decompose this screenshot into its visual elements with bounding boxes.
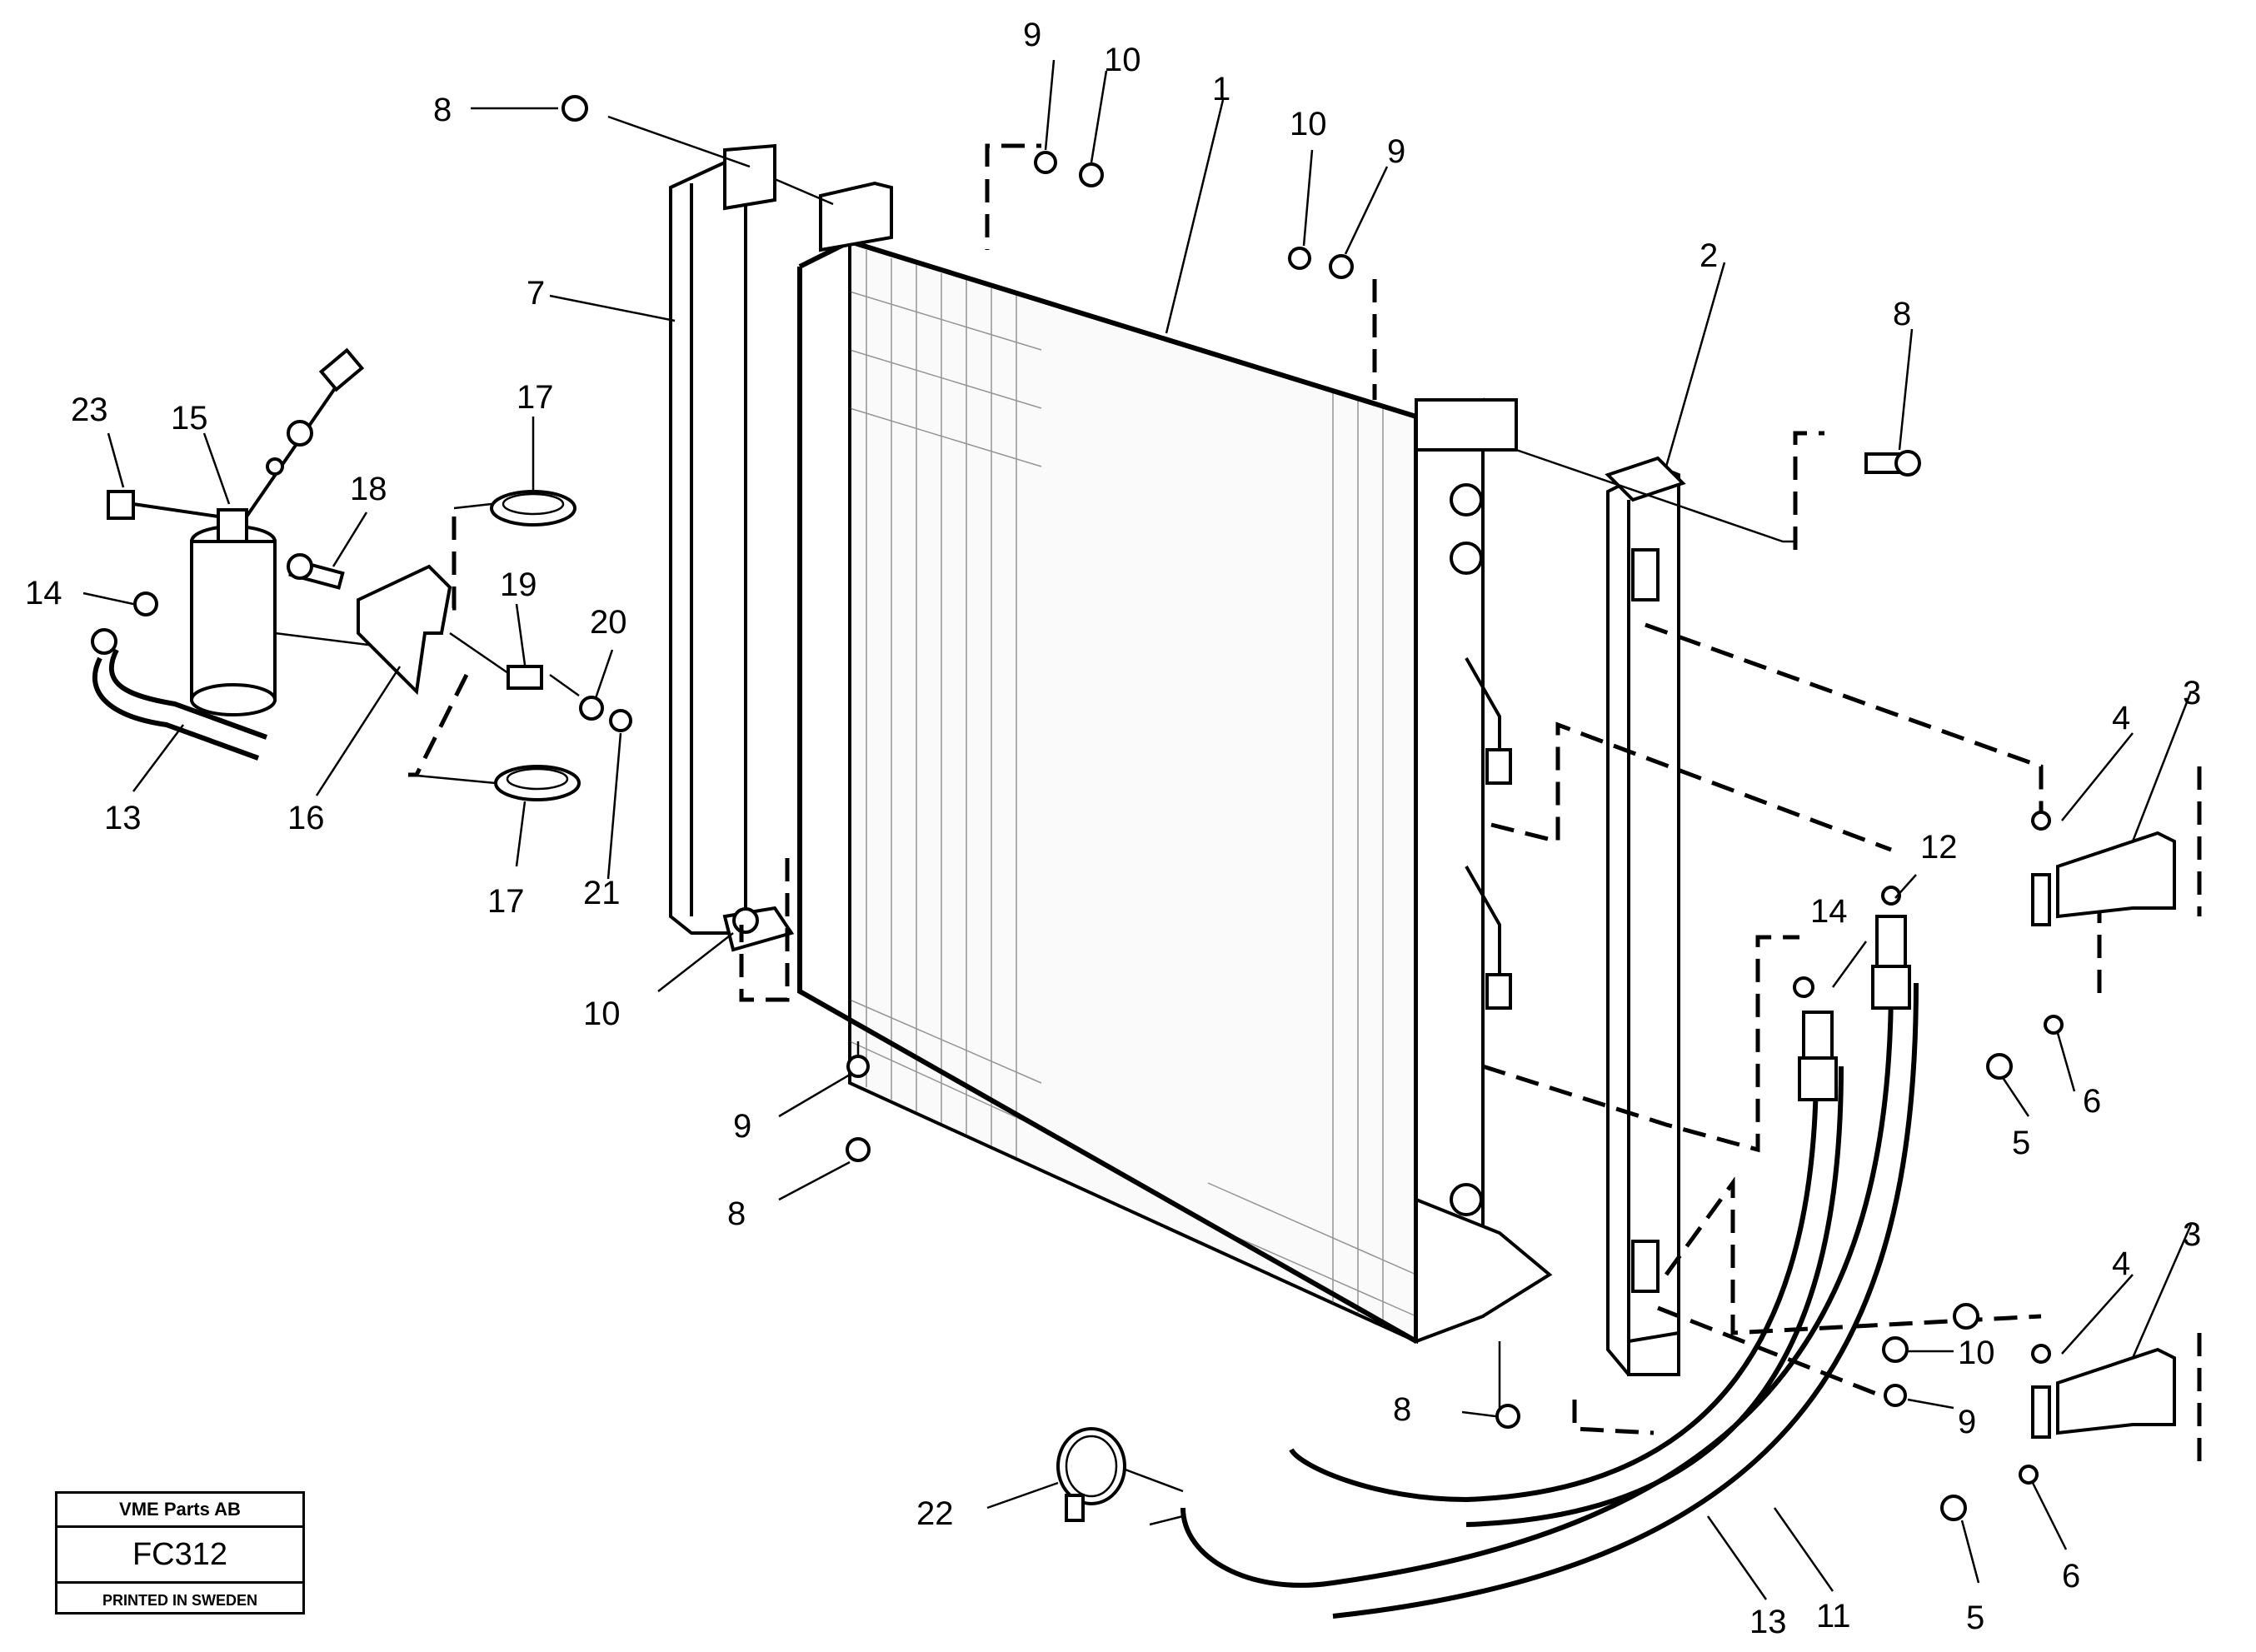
callout-7: 7 [527, 275, 545, 312]
callout-14-left: 14 [25, 575, 62, 611]
callout-9-top-right: 9 [1387, 133, 1405, 170]
callout-8-bottom: 8 [1393, 1391, 1411, 1428]
condenser-core [797, 238, 1419, 1345]
callout-9-left-bottom: 9 [733, 1108, 751, 1145]
callout-3-upper: 3 [2183, 675, 2201, 711]
receiver-drier [91, 347, 409, 761]
title-block-printed: PRINTED IN SWEDEN [102, 1591, 257, 1609]
leader-lines [82, 59, 2193, 1600]
callout-12: 12 [1920, 829, 1958, 866]
title-block-code: FC312 [57, 1528, 302, 1584]
drier-bracket-parts [287, 490, 632, 801]
title-block-company: VME Parts AB [57, 1494, 302, 1528]
fasteners-right [846, 450, 2064, 1521]
hose-clamp-22 [1056, 1427, 1126, 1522]
callout-10-left: 10 [583, 996, 621, 1032]
callout-6-lower: 6 [2062, 1558, 2080, 1595]
callout-10-top-right: 10 [1290, 106, 1327, 142]
callout-13-left: 13 [104, 800, 142, 836]
callout-20: 20 [590, 604, 627, 641]
assembly-lines [607, 115, 2202, 1526]
callout-19: 19 [500, 566, 537, 603]
callout-10-top: 10 [1104, 42, 1141, 78]
callout-labels: 1 2 3 3 4 4 5 5 6 6 7 8 8 8 8 9 9 9 9 10… [25, 17, 2201, 1640]
title-block: VME Parts AB FC312 PRINTED IN SWEDEN [55, 1491, 305, 1615]
callout-10-bottom-right: 10 [1958, 1335, 1995, 1371]
callout-21: 21 [583, 875, 621, 911]
callout-16: 16 [287, 800, 325, 836]
callout-9-bottom-right: 9 [1958, 1404, 1976, 1440]
callout-9-top: 9 [1023, 17, 1041, 53]
callout-17-top: 17 [517, 379, 554, 416]
callout-8-right: 8 [1893, 296, 1911, 332]
callout-3-lower: 3 [2183, 1216, 2201, 1253]
callout-4-lower: 4 [2112, 1245, 2130, 1282]
callout-23: 23 [71, 392, 108, 428]
bracket-3-upper [2031, 811, 2176, 926]
callout-22: 22 [916, 1495, 954, 1532]
callout-15: 15 [171, 400, 208, 437]
left-side-member [669, 143, 795, 952]
callout-8-top: 8 [433, 92, 452, 128]
hoses-right [1180, 915, 1919, 1619]
callout-14-right: 14 [1810, 893, 1848, 930]
fasteners-top [562, 95, 1354, 279]
bracket-3-lower [2031, 1344, 2176, 1439]
core-top-bracket [819, 181, 893, 252]
callout-5-lower: 5 [1966, 1600, 1984, 1636]
callout-11: 11 [1816, 1598, 1851, 1635]
callout-6-upper: 6 [2083, 1083, 2101, 1120]
callout-17-bottom: 17 [487, 883, 525, 920]
callout-2: 2 [1699, 237, 1718, 274]
callout-8-left-bottom: 8 [727, 1195, 746, 1232]
callout-1: 1 [1212, 71, 1230, 107]
right-side-member [1605, 456, 1686, 1376]
callout-5-upper: 5 [2012, 1125, 2030, 1161]
callout-13-right: 13 [1749, 1604, 1787, 1640]
condenser-side-frame [1415, 397, 1553, 1344]
callout-18: 18 [350, 471, 387, 507]
callout-4-upper: 4 [2112, 700, 2130, 736]
